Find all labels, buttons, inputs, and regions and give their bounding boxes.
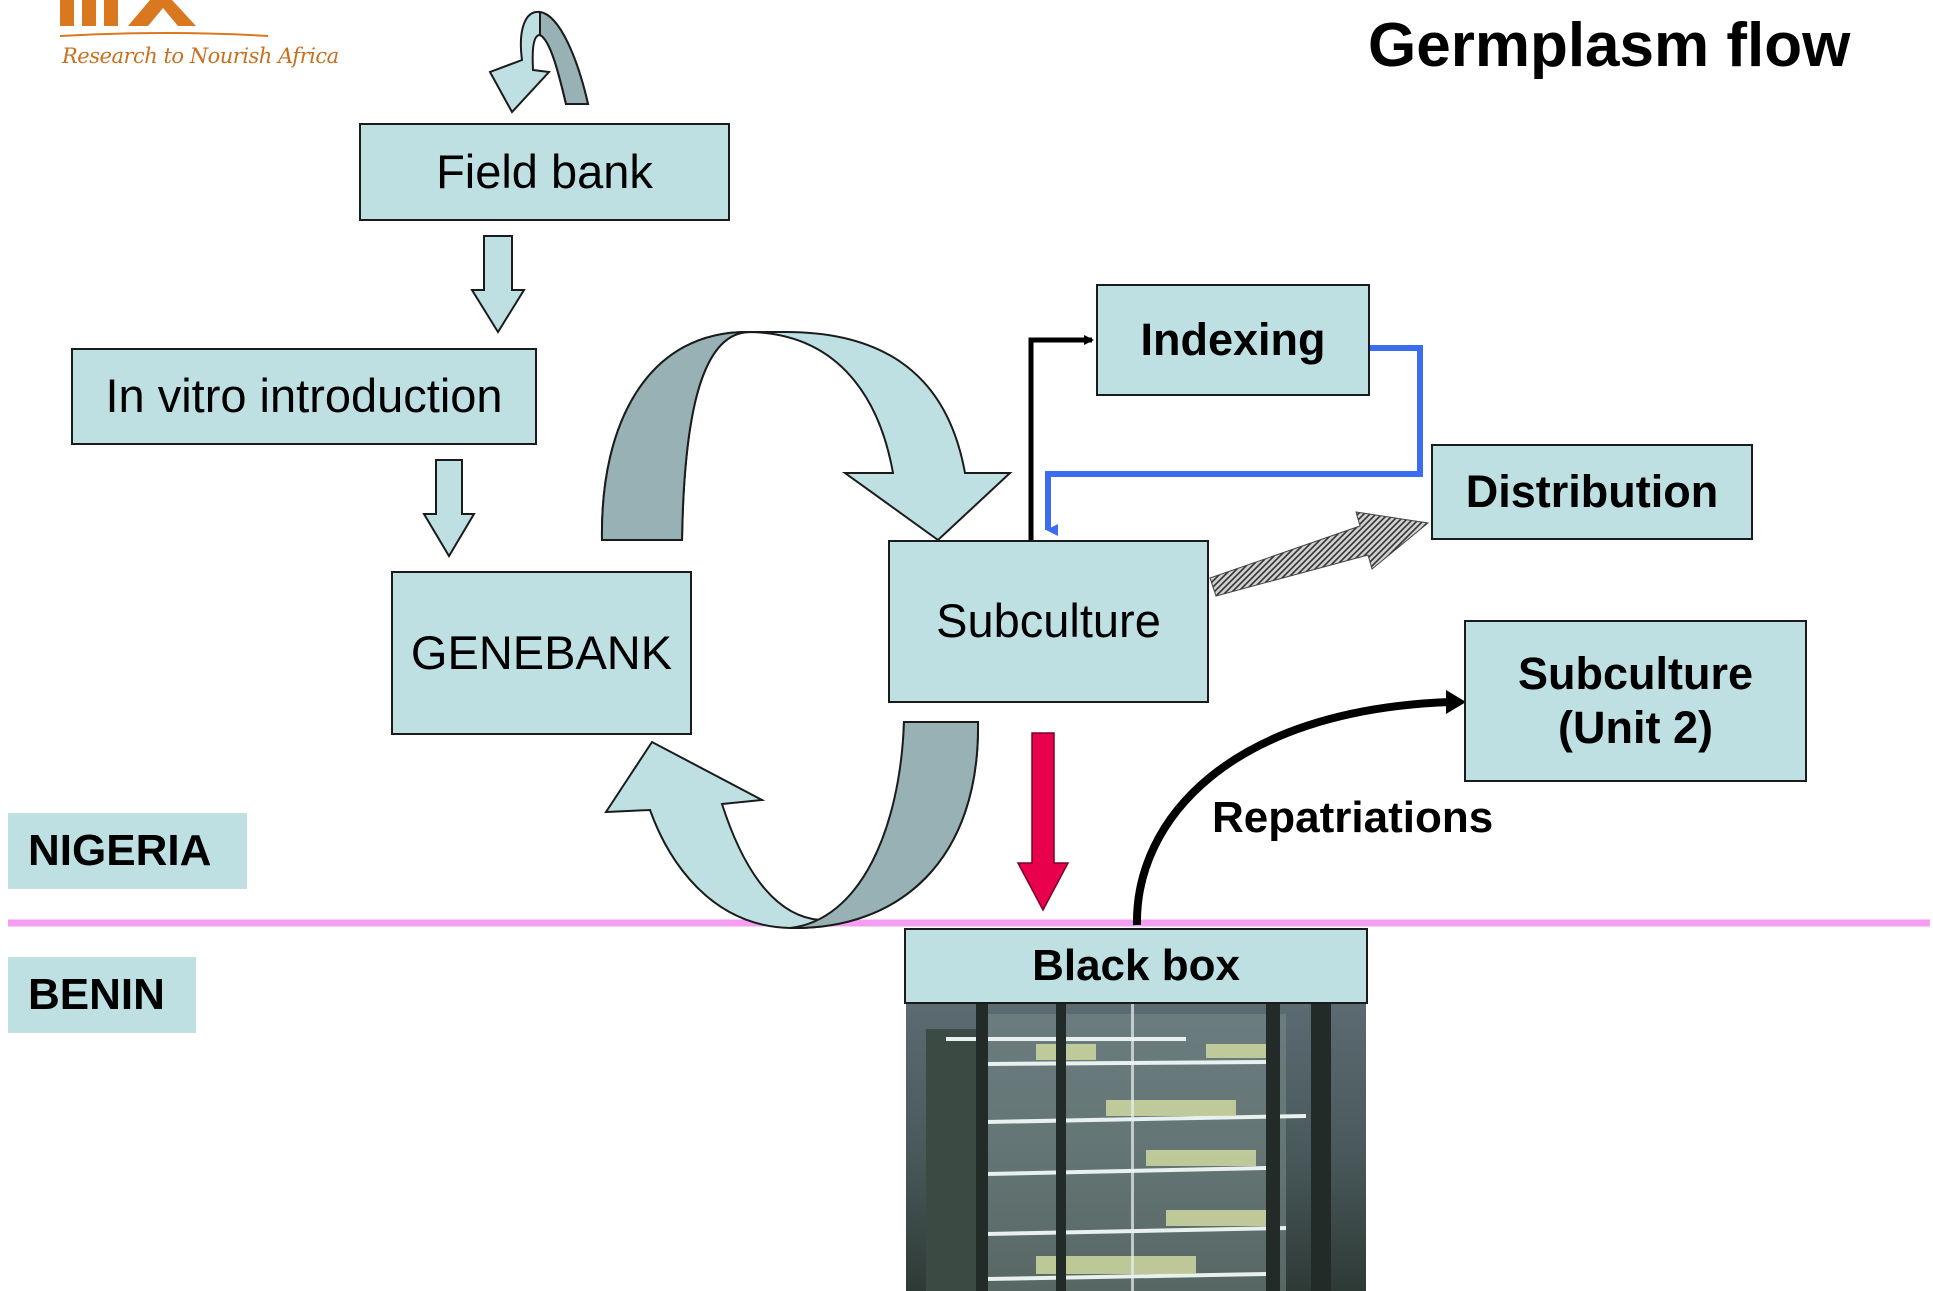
repatriations-label: Repatriations [1212,793,1494,842]
subculture-to-indexing-line [1028,335,1094,540]
black-box-label: Black box [1032,940,1240,990]
growth-room-image-icon [906,1004,1366,1291]
in-vitro-box: In vitro introduction [71,348,537,445]
logo-tagline: Research to Nourish Africa [62,44,339,68]
self-loop-shadow [539,10,590,105]
field-bank-box: Field bank [359,123,730,221]
genebank-box: GENEBANK [391,571,692,735]
down-arrow-invitro [422,459,476,558]
repatriations-arrow [1132,698,1451,926]
curved-arrow-top-shadow [600,330,751,541]
subculture-to-distribution-arrow [1209,511,1430,597]
region-benin-label: BENIN [28,970,165,1019]
distribution-box: Distribution [1431,444,1753,540]
subculture-to-blackbox-arrow [1016,732,1070,912]
logo-mark-icon [59,0,269,37]
subculture-label: Subculture [936,594,1161,648]
region-nigeria-label: NIGERIA [28,826,212,875]
indexing-box: Indexing [1096,284,1370,396]
iita-logo: Research to Nourish Africa [0,0,339,85]
subculture-unit2-label-line1: Subculture [1517,648,1754,699]
indexing-to-subculture-line [1045,345,1423,536]
subculture-unit2-label-line2: (Unit 2) [1558,702,1713,753]
indexing-label: Indexing [1140,314,1326,365]
field-bank-label: Field bank [436,144,653,198]
black-box-box: Black box [904,928,1368,1004]
genebank-label: GENEBANK [410,625,673,679]
page-title: Germplasm flow [1368,11,1851,80]
growth-room-photo [906,1004,1366,1291]
distribution-label: Distribution [1465,466,1719,517]
repatriations-arrowhead [1446,690,1466,714]
subculture-box: Subculture [888,540,1209,703]
curved-arrow-bottom-shadow [789,721,980,930]
down-arrow-fieldbank [470,235,526,334]
subculture-unit2-box: Subculture (Unit 2) [1464,620,1807,782]
in-vitro-label: In vitro introduction [105,369,503,423]
region-nigeria: NIGERIA [8,813,247,889]
region-benin: BENIN [8,957,196,1033]
